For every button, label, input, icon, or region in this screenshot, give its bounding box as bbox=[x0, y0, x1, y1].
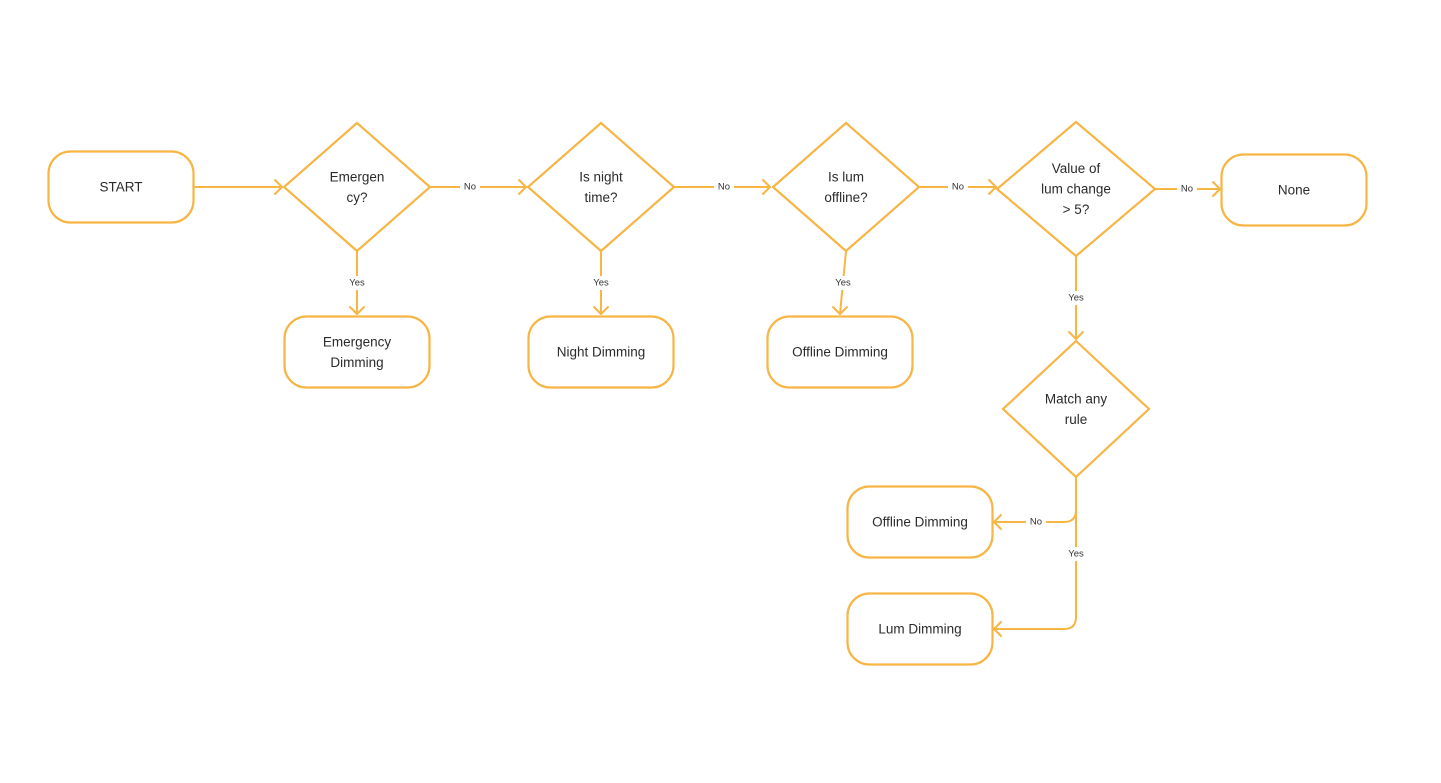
arrowhead-icon bbox=[1212, 181, 1221, 197]
decision-node-match-rule: Match any rule bbox=[1001, 339, 1151, 479]
edge-label-background bbox=[1026, 515, 1046, 529]
terminal-node-night-dimming: Night Dimming bbox=[527, 315, 675, 389]
node-label: Offline Dimming bbox=[872, 515, 968, 530]
edge-label-background bbox=[1177, 182, 1197, 196]
terminal-node-none: None bbox=[1220, 153, 1368, 227]
arrowhead-icon bbox=[988, 179, 997, 195]
arrowhead-icon bbox=[762, 179, 771, 195]
decision-node-night: Is night time? bbox=[526, 121, 676, 253]
edge-label-background bbox=[948, 180, 968, 194]
edge-label-emergency-no: No bbox=[464, 182, 476, 193]
edge-label-background bbox=[588, 276, 614, 290]
edge-label-rule-yes: Yes bbox=[1068, 549, 1084, 560]
node-label: Lum Dimming bbox=[878, 622, 961, 637]
node-label: Is lum bbox=[828, 169, 864, 184]
arrowhead-icon bbox=[993, 621, 1002, 637]
node-layer: START Emergen cy? Is night time? Is lum offlin… bbox=[47, 120, 1368, 666]
terminal-node-offline-dimming: Offline Dimming bbox=[766, 315, 914, 389]
edge-label-offline-no: No bbox=[952, 182, 964, 193]
decision-diamond bbox=[526, 121, 676, 253]
node-label: offline? bbox=[824, 190, 867, 205]
node-label: rule bbox=[1065, 412, 1088, 427]
edge-label-change-yes: Yes bbox=[1068, 293, 1084, 304]
node-label: None bbox=[1278, 183, 1310, 198]
terminal-box bbox=[47, 150, 195, 224]
edge-label-background bbox=[460, 180, 480, 194]
node-label: time? bbox=[584, 190, 617, 205]
terminal-node-offline-dimming-2: Offline Dimming bbox=[846, 485, 994, 559]
decision-node-lum-offline: Is lum offline? bbox=[771, 121, 921, 253]
edge-label-change-no: No bbox=[1181, 184, 1193, 195]
edge-label-night-no: No bbox=[718, 182, 730, 193]
edge-label-emergency-yes: Yes bbox=[349, 278, 365, 289]
node-label: Emergency bbox=[323, 334, 392, 349]
node-label: START bbox=[99, 180, 142, 195]
arrowhead-icon bbox=[993, 514, 1002, 530]
terminal-box bbox=[846, 485, 994, 559]
node-label: Night Dimming bbox=[557, 345, 646, 360]
node-label: Match any bbox=[1045, 391, 1108, 406]
arrowhead-icon bbox=[518, 179, 527, 195]
node-label: Offline Dimming bbox=[792, 345, 888, 360]
node-label: cy? bbox=[346, 190, 367, 205]
terminal-node-start: START bbox=[47, 150, 195, 224]
edge-label-background bbox=[344, 276, 370, 290]
node-label: lum change bbox=[1041, 182, 1111, 197]
connector-rule-yes bbox=[993, 476, 1077, 630]
decision-diamond bbox=[282, 121, 432, 253]
node-label: Emergen bbox=[330, 169, 385, 184]
terminal-box bbox=[1220, 153, 1368, 227]
arrowhead-icon bbox=[832, 306, 848, 315]
edge-label-background bbox=[1063, 547, 1089, 561]
node-label: Is night bbox=[579, 169, 623, 184]
arrowhead-icon bbox=[1068, 331, 1084, 340]
edge-label-rule-no: No bbox=[1030, 517, 1042, 528]
decision-diamond bbox=[771, 121, 921, 253]
arrowhead-icon bbox=[349, 306, 365, 315]
decision-node-lum-change: Value of lum change > 5? bbox=[995, 120, 1157, 258]
node-label: Dimming bbox=[330, 355, 383, 370]
arrowhead-icon bbox=[593, 306, 609, 315]
node-label: Value of bbox=[1052, 161, 1101, 176]
decision-diamond bbox=[995, 120, 1157, 258]
edge-label-background bbox=[1063, 291, 1089, 305]
decision-diamond bbox=[1001, 339, 1151, 479]
arrowhead-icon bbox=[274, 179, 283, 195]
edge-label-night-yes: Yes bbox=[593, 278, 609, 289]
edge-label-background bbox=[830, 276, 856, 290]
edge-label-offline-yes: Yes bbox=[835, 278, 851, 289]
terminal-box bbox=[283, 315, 431, 389]
decision-node-emergency: Emergen cy? bbox=[282, 121, 432, 253]
terminal-node-lum-dimming: Lum Dimming bbox=[846, 592, 994, 666]
node-label: > 5? bbox=[1063, 202, 1090, 217]
edge-label-background bbox=[714, 180, 734, 194]
terminal-box bbox=[527, 315, 675, 389]
terminal-box bbox=[766, 315, 914, 389]
terminal-box bbox=[846, 592, 994, 666]
